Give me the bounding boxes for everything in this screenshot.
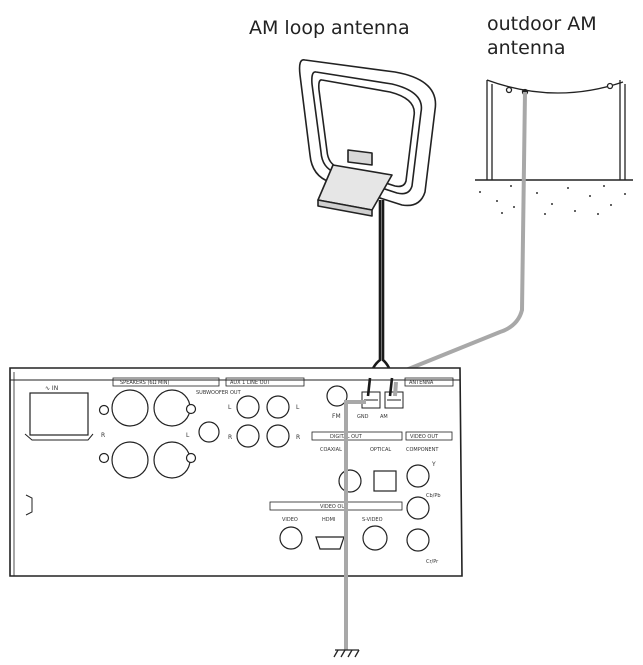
ground-wire — [344, 400, 366, 650]
am-label: AM — [380, 414, 388, 420]
video-jack — [279, 526, 303, 550]
coaxial-jack — [338, 469, 362, 493]
loop-antenna-cable — [368, 200, 394, 379]
antenna-label: ANTENNA — [409, 380, 434, 386]
aux-r-label: R — [228, 434, 232, 441]
ground-dots — [479, 185, 626, 215]
outdoor-antenna-caption-line2: antenna — [487, 37, 566, 59]
aux-l-label: L — [228, 404, 232, 411]
video-out-row-label: VIDEO OUT — [320, 504, 349, 510]
subwoofer-jack — [198, 421, 220, 443]
lineout-l-label: L — [296, 404, 300, 411]
gnd-label: GND — [357, 414, 369, 420]
ac-in-label: ∿ IN — [45, 385, 58, 392]
component-jacks — [406, 464, 430, 552]
outdoor-antenna-caption: outdoor AM antenna — [487, 12, 597, 60]
speaker-jacks — [98, 389, 197, 479]
hdmi-label: HDMI — [322, 517, 335, 523]
rca-jacks — [236, 395, 290, 448]
outdoor-antenna-caption-line1: outdoor AM — [487, 13, 597, 35]
optical-jack — [373, 470, 397, 492]
s-video-label: S-VIDEO — [362, 517, 383, 523]
fm-jack — [326, 385, 348, 407]
loop-cable-ends — [366, 377, 394, 397]
outdoor-wire-end — [393, 381, 398, 397]
speakers-label: SPEAKERS (6Ω MIN) — [120, 380, 170, 386]
coaxial-label: COAXIAL — [320, 447, 342, 453]
component-y-label: Y — [431, 461, 436, 468]
lineout-r-label: R — [296, 434, 300, 441]
video-out-label: VIDEO OUT — [410, 434, 439, 440]
ground-symbol — [333, 649, 360, 658]
rear-panel: ∿ IN SPEAKERS (6Ω MIN) R L SUBWOOFER OUT… — [9, 367, 463, 577]
cb-pb-label: Cb/Pb — [426, 493, 441, 499]
fm-label: FM — [332, 413, 341, 420]
am-loop-antenna — [298, 59, 437, 217]
speaker-r-label: R — [101, 432, 105, 439]
hdmi-port — [315, 536, 345, 550]
video-label: VIDEO — [282, 517, 298, 523]
aux-line-out-label: AUX 1 LINE OUT — [230, 380, 271, 386]
component-label: COMPONENT — [406, 447, 439, 453]
cr-pr-label: Cr/Pr — [426, 559, 439, 565]
loop-antenna-caption: AM loop antenna — [249, 17, 410, 39]
subwoofer-label: SUBWOOFER OUT — [196, 390, 242, 396]
optical-label: OPTICAL — [370, 447, 391, 453]
ac-inlet — [29, 392, 89, 436]
s-video-jack — [362, 525, 388, 551]
speaker-l-label: L — [186, 432, 190, 439]
outdoor-am-antenna — [475, 79, 633, 181]
